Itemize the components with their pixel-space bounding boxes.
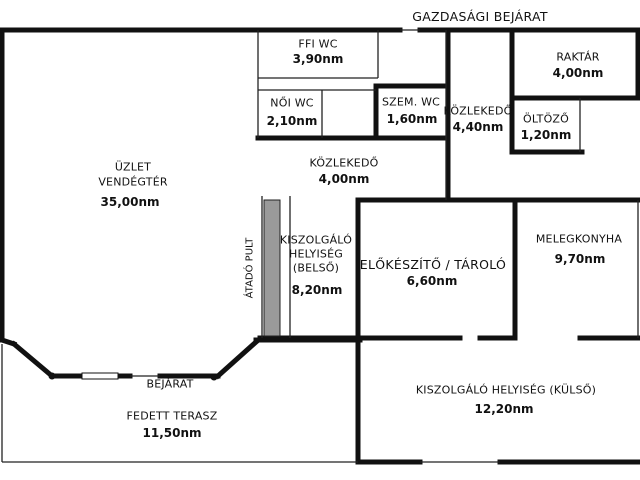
oltozo-area: 1,20nm <box>520 128 572 143</box>
kozlekedo-2-area: 4,00nm <box>318 172 370 187</box>
terasz-name: FEDETT TERASZ <box>126 409 218 423</box>
terrace-post-left <box>48 372 56 380</box>
kiszolgalo-belso-name-2: HELYISÉG <box>289 247 343 261</box>
melegkonyha-name: MELEGKONYHA <box>535 232 623 246</box>
kiszolgalo-belso-name-1: KISZOLGÁLÓ <box>279 233 353 247</box>
noi-wc-area: 2,10nm <box>266 114 318 129</box>
oltozo-name: ÖLTÖZŐ <box>522 112 570 126</box>
uzlet-name-1: ÜZLET <box>114 160 152 174</box>
kiszolgalo-kulso-area: 12,20nm <box>474 402 534 417</box>
thin-walls <box>1 29 639 463</box>
ffi-wc-area: 3,90nm <box>292 52 344 67</box>
uzlet-area: 35,00nm <box>100 195 160 210</box>
terasz-area: 11,50nm <box>142 426 202 441</box>
entrance-door-marker <box>81 372 119 380</box>
counter-label: ÁTADÓ PULT <box>244 237 256 299</box>
elokeszito-name: ELŐKÉSZÍTŐ / TÁROLÓ <box>359 256 507 272</box>
wall-chamfer-left <box>10 340 56 380</box>
kozlekedo-1-name: KÖZLEKEDŐ <box>443 104 513 118</box>
outer-walls <box>0 27 640 465</box>
kozlekedo-2-name: KÖZLEKEDŐ <box>309 156 379 170</box>
raktar-name: RAKTÁR <box>556 50 600 64</box>
melegkonyha-area: 9,70nm <box>554 252 606 267</box>
wall-chamfer-right <box>214 338 260 380</box>
kiszolgalo-belso-name-3: (BELSŐ) <box>292 261 340 275</box>
noi-wc-name: NŐI WC <box>270 96 314 110</box>
szem-wc-name: SZEM. WC <box>381 95 441 109</box>
elokeszito-area: 6,60nm <box>406 274 458 289</box>
uzlet-name-2: VENDÉGTÉR <box>98 175 168 189</box>
ffi-wc-name: FFI WC <box>298 37 338 51</box>
szem-wc-area: 1,60nm <box>386 112 438 127</box>
service-entrance-label: GAZDASÁGI BEJÁRAT <box>412 8 548 24</box>
kiszolgalo-kulso-name: KISZOLGÁLÓ HELYISÉG (KÜLSŐ) <box>415 383 597 397</box>
entrance-label: BEJÁRAT <box>146 377 194 391</box>
counter-shape <box>263 199 281 337</box>
kozlekedo-1-area: 4,40nm <box>452 120 504 135</box>
raktar-area: 4,00nm <box>552 66 604 81</box>
terrace-post-right <box>210 373 218 381</box>
kiszolgalo-belso-area: 8,20nm <box>291 283 343 298</box>
